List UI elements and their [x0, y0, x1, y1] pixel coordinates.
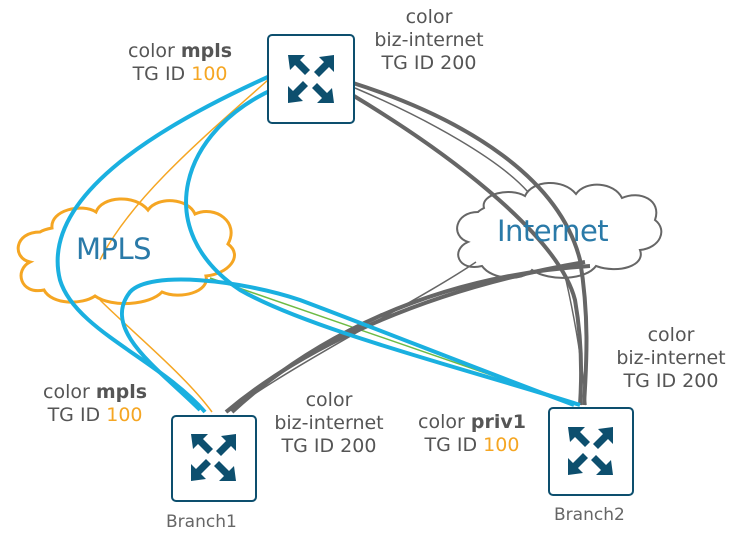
tg-value: 100	[483, 434, 520, 456]
color-value: biz-internet	[274, 412, 384, 434]
tg-id: TG ID 200	[281, 435, 377, 457]
color-word: color	[43, 381, 90, 403]
color-value: priv1	[470, 411, 526, 433]
router-branch2	[548, 407, 634, 496]
branch2-internet-tloc-label: color biz-internet TG ID 200	[606, 324, 736, 393]
color-word: color	[405, 6, 453, 28]
internet-thin-links	[227, 87, 587, 413]
tg-text: TG ID	[47, 404, 101, 426]
branch2-name: Branch2	[554, 505, 625, 525]
branch1-name: Branch1	[166, 512, 237, 532]
color-value: biz-internet	[616, 347, 726, 369]
tg-text: TG ID	[424, 434, 478, 456]
router-branch1	[171, 415, 257, 502]
tg-id: TG ID 200	[381, 52, 477, 74]
mpls-links	[55, 74, 581, 414]
tg-value: 100	[191, 63, 228, 85]
color-word: color	[128, 40, 175, 62]
internet-cloud-label: Internet	[497, 214, 609, 248]
tg-text: TG ID	[132, 63, 186, 85]
branch1-internet-tloc-label: color biz-internet TG ID 200	[264, 389, 394, 458]
router-icon	[288, 55, 334, 103]
mpls-thin-links	[99, 79, 269, 413]
color-word: color	[418, 411, 465, 433]
mpls-cloud	[16, 197, 236, 306]
color-word: color	[305, 389, 353, 411]
top-internet-tloc-label: color biz-internet TG ID 200	[365, 6, 493, 75]
tg-id: TG ID 200	[623, 370, 719, 392]
router-top	[267, 34, 355, 124]
top-mpls-tloc-label: color mpls TG ID 100	[128, 40, 232, 86]
color-value: biz-internet	[374, 29, 484, 51]
color-value: mpls	[95, 381, 148, 403]
router-icon	[191, 434, 236, 481]
branch2-private-tloc-label: color priv1 TG ID 100	[418, 411, 526, 457]
router-icon	[568, 427, 613, 475]
color-word: color	[647, 324, 695, 346]
branch1-mpls-tloc-label: color mpls TG ID 100	[43, 381, 147, 427]
mpls-cloud-label: MPLS	[76, 232, 152, 266]
color-value: mpls	[180, 40, 233, 62]
tg-value: 100	[106, 404, 143, 426]
